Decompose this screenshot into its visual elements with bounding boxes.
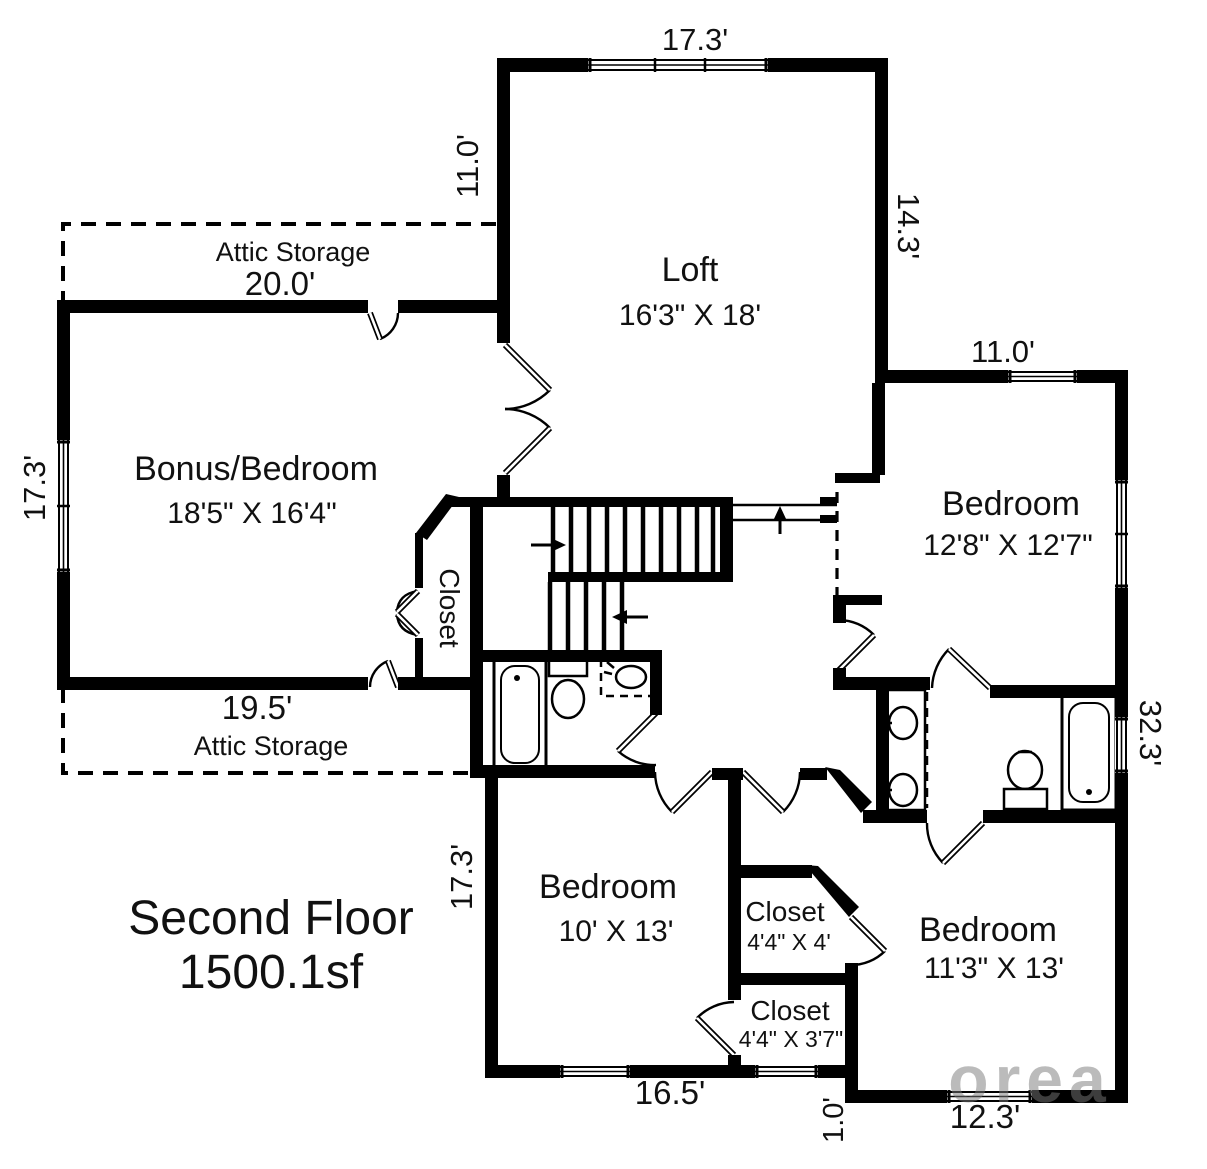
- plan-title-line1: Second Floor: [128, 892, 414, 945]
- watermark-text: orea: [948, 1042, 1111, 1116]
- window-bedroom-bottom: [560, 1065, 630, 1078]
- door-bathroom-bedroom-corner: [925, 820, 986, 866]
- double-door-loft-bonus: [502, 342, 553, 476]
- room-bonus-label: Bonus/Bedroom: [134, 450, 378, 488]
- toilet-icon: [1002, 749, 1049, 811]
- dim-bonus-left: 17.3': [17, 455, 52, 521]
- dim-bedroom-corner-bottom: 12.3': [950, 1098, 1021, 1135]
- angled-wall: [825, 767, 872, 813]
- closet-bonus-label: Closet: [434, 568, 465, 648]
- bathtub-icon: [492, 656, 548, 772]
- dim-loft-top: 17.3': [662, 22, 728, 57]
- window-loft-top: [588, 58, 768, 72]
- door-hall-bedroom-bottom: [653, 769, 715, 815]
- closet-upper-dims: 4'4" X 4': [747, 929, 830, 955]
- room-bedroom-corner-dims: 11'3" X 13': [924, 952, 1064, 985]
- door-closet-upper: [848, 914, 888, 967]
- attic-storage-outlines: [61, 222, 497, 775]
- door-bonus-attic-bottom: [368, 659, 401, 689]
- room-bonus-dims: 18'5" X 16'4": [167, 497, 337, 530]
- room-loft-dims: 16'3" X 18': [619, 299, 761, 332]
- room-bedroom-bottom-label: Bedroom: [539, 868, 677, 906]
- attic-top-label: Attic Storage: [216, 237, 371, 267]
- door-hall-bathroom: [615, 710, 659, 767]
- angled-wall: [416, 494, 459, 540]
- dim-bottom-step: 1.0': [818, 1097, 850, 1143]
- room-bedroom-right-label: Bedroom: [942, 485, 1080, 523]
- door-bedroom-right: [836, 618, 877, 673]
- bifold-door-bonus-closet: [394, 588, 421, 638]
- sink-icon: [599, 659, 657, 698]
- stair-direction-arrow-up: [531, 538, 566, 552]
- attic-bottom-dim: 19.5': [222, 689, 293, 726]
- door-closet-lower: [694, 1000, 737, 1058]
- room-bedroom-right-dims: 12'8" X 12'7": [923, 529, 1093, 562]
- door-hall-vestibule: [740, 769, 802, 815]
- stair-direction-arrow-down: [612, 610, 648, 624]
- doors: [367, 311, 993, 1058]
- door-landing-bathroom-right: [930, 646, 993, 691]
- dim-bedroom-right-top: 11.0': [971, 334, 1035, 369]
- labels: 17.3' 11.0' 14.3' 11.0' Attic Storage 20…: [17, 22, 1168, 1143]
- attic-bottom-label: Attic Storage: [194, 731, 349, 761]
- staircase: [531, 492, 839, 652]
- bathtub-icon: [1060, 694, 1118, 812]
- windows: [57, 58, 1128, 1103]
- dim-bedroom-bottom-left: 17.3': [444, 844, 479, 910]
- closet-upper-label: Closet: [745, 896, 825, 927]
- attic-top-dim: 20.0': [245, 265, 316, 302]
- closet-lower-label: Closet: [750, 995, 830, 1026]
- dim-bottom-width: 16.5': [635, 1074, 706, 1111]
- railing-arrow-up: [773, 506, 787, 534]
- dim-loft-right: 14.3': [891, 193, 926, 259]
- attic-top-dashed-outline: [61, 222, 497, 306]
- window-bedroom-corner-bottom: [947, 1090, 1032, 1103]
- dim-right-total: 32.3': [1133, 700, 1168, 766]
- toilet-icon: [547, 654, 589, 720]
- room-bedroom-corner-label: Bedroom: [919, 911, 1057, 949]
- window-bedroom-right-top: [1008, 370, 1077, 383]
- closet-lower-dims: 4'4" X 3'7": [739, 1026, 843, 1052]
- plan-title-line2: 1500.1sf: [179, 946, 364, 999]
- window-bonus-left: [57, 440, 70, 572]
- walls: [57, 58, 1128, 1103]
- window-bedroom-right-side: [1115, 480, 1128, 588]
- room-bedroom-bottom-dims: 10' X 13': [559, 915, 674, 948]
- dim-loft-left: 11.0': [450, 134, 485, 198]
- angled-wall: [805, 865, 859, 917]
- window-closet-bottom: [755, 1065, 818, 1078]
- fixtures: [492, 654, 1118, 812]
- door-bonus-attic-top: [367, 311, 400, 341]
- window-bathroom-right-side: [1115, 717, 1128, 773]
- room-loft-label: Loft: [662, 251, 719, 289]
- attic-bottom-dashed-outline: [61, 688, 481, 775]
